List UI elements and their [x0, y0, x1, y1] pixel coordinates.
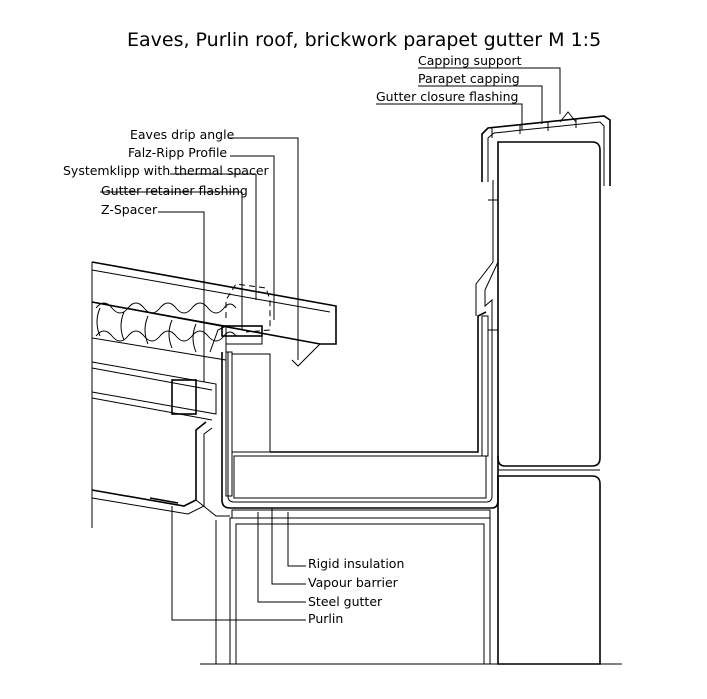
- label-capping-support: Capping support: [418, 53, 522, 68]
- label-z-spacer: Z-Spacer: [101, 202, 158, 217]
- gutter-closure-flashing-shape: [475, 180, 499, 460]
- label-gutter-retainer-flashing: Gutter retainer flashing: [101, 183, 248, 198]
- steel-gutter: [221, 300, 499, 519]
- label-purlin: Purlin: [308, 611, 343, 626]
- roof-buildup: [91, 261, 337, 528]
- leader-lines: [100, 67, 561, 621]
- label-gutter-closure-flashing: Gutter closure flashing: [376, 89, 518, 104]
- purlin-support: [215, 517, 491, 665]
- label-vapour-barrier: Vapour barrier: [308, 575, 399, 590]
- parapet-capping: [481, 111, 611, 186]
- label-systemklipp: Systemklipp with thermal spacer: [63, 163, 270, 178]
- label-falz-ripp-profile: Falz-Ripp Profile: [128, 145, 227, 160]
- drawing-title: Eaves, Purlin roof, brickwork parapet gu…: [127, 29, 601, 51]
- label-steel-gutter: Steel gutter: [308, 594, 383, 609]
- label-rigid-insulation: Rigid insulation: [308, 556, 404, 571]
- brick-parapet: [200, 141, 622, 665]
- label-parapet-capping: Parapet capping: [418, 71, 520, 86]
- label-eaves-drip-angle: Eaves drip angle: [130, 127, 235, 142]
- labels: Capping support Parapet capping Gutter c…: [63, 53, 522, 626]
